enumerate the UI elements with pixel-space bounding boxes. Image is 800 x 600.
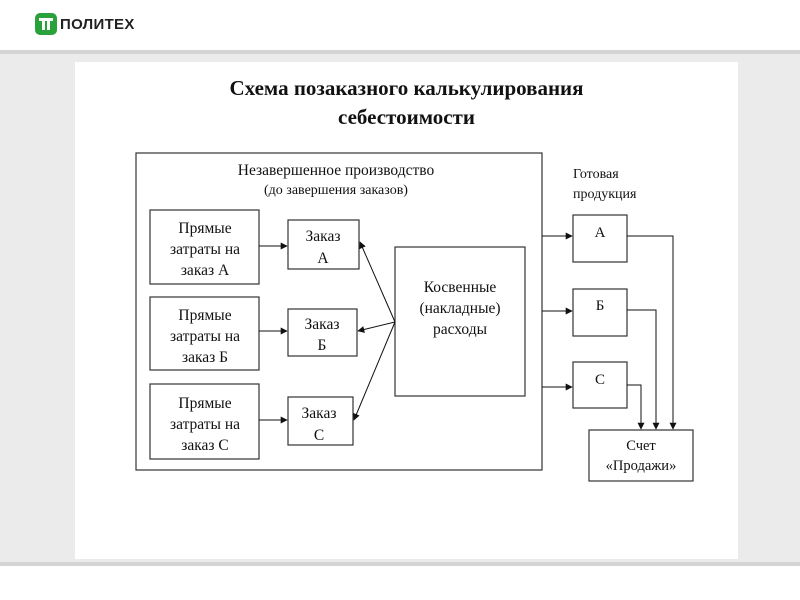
overhead-costs: Косвенные (накладные) расходы — [394, 246, 526, 397]
order-b: Заказ Б — [287, 308, 358, 357]
direct-costs-a-line-1: Прямые — [178, 220, 231, 237]
footer-divider — [0, 562, 800, 566]
product-b: Б — [572, 288, 628, 337]
sales-account: Счет «Продажи» — [588, 429, 694, 482]
arrow-product-b-to-sales — [627, 309, 660, 430]
overhead-line-1: Косвенные — [424, 279, 497, 296]
polytech-logo-icon — [35, 13, 57, 35]
order-c-line-2: С — [314, 427, 324, 444]
slide-title-line-1: Схема позаказного калькулирования — [229, 76, 584, 100]
finished-goods-line-2: продукция — [573, 187, 637, 202]
logo: ПОЛИТЕХ — [35, 13, 135, 35]
direct-costs-c: Прямые затраты на заказ С — [149, 383, 260, 460]
direct-costs-b-line-1: Прямые — [178, 307, 231, 324]
order-b-line-2: Б — [318, 337, 327, 354]
direct-costs-a-line-3: заказ А — [181, 262, 230, 279]
direct-costs-c-line-3: заказ С — [181, 437, 229, 454]
slide-title-line-2: себестоимости — [338, 105, 475, 129]
product-b-label: Б — [596, 298, 605, 314]
slide-title: Схема позаказного калькулирования себест… — [75, 74, 738, 132]
logo-text: ПОЛИТЕХ — [60, 15, 135, 33]
order-a: Заказ А — [287, 219, 360, 270]
arrow-overhead-to-order-c — [353, 321, 396, 421]
finished-goods-line-1: Готовая — [573, 167, 619, 182]
wip-label: Незавершенное производство — [238, 162, 435, 179]
arrow-product-a-to-sales — [627, 235, 677, 430]
sales-line-2: «Продажи» — [606, 458, 677, 474]
direct-costs-a: Прямые затраты на заказ А — [149, 209, 260, 285]
arrow-overhead-to-order-a — [359, 241, 396, 323]
header-bar: ПОЛИТЕХ — [0, 0, 800, 50]
order-a-line-2: А — [317, 250, 329, 267]
product-a-label: А — [595, 225, 606, 241]
direct-costs-b: Прямые затраты на заказ Б — [149, 296, 260, 371]
order-a-line-1: Заказ — [306, 228, 341, 245]
order-c: Заказ С — [287, 396, 354, 446]
arrow-product-c-to-sales — [627, 384, 645, 430]
product-c-label: С — [595, 372, 605, 388]
product-a: А — [572, 214, 628, 263]
direct-costs-b-line-3: заказ Б — [182, 349, 228, 366]
order-b-line-1: Заказ — [305, 316, 340, 333]
direct-costs-b-line-2: затраты на — [170, 328, 240, 345]
product-c: С — [572, 361, 628, 409]
header-divider — [0, 50, 800, 54]
arrow-overhead-to-order-b — [357, 321, 396, 333]
direct-costs-c-line-1: Прямые — [178, 395, 231, 412]
direct-costs-c-line-2: затраты на — [170, 416, 240, 433]
wip-sublabel: (до завершения заказов) — [264, 183, 408, 198]
overhead-line-2: (накладные) — [419, 300, 500, 317]
overhead-line-3: расходы — [433, 321, 488, 338]
direct-costs-a-line-2: затраты на — [170, 241, 240, 258]
order-c-line-1: Заказ — [302, 405, 337, 422]
sales-line-1: Счет — [626, 438, 656, 454]
